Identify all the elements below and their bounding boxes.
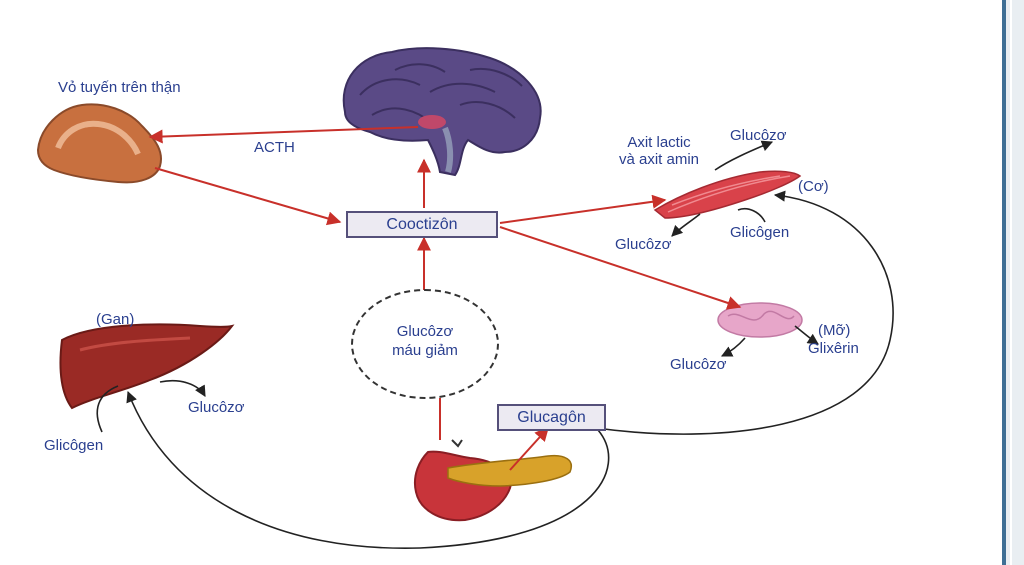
glucagon-box: Glucagôn (497, 404, 606, 431)
arrow-pancreas-to-glucagon (509, 426, 549, 471)
arrow-muscle-glucose-out (714, 140, 774, 171)
arrow-fat-glucose (720, 337, 746, 357)
arrow-fat-glycerin (794, 325, 819, 345)
label-blood-glucose: Glucôzơ (396, 323, 454, 340)
page-border-bar (1002, 0, 1024, 565)
label-acth: ACTH (254, 139, 295, 156)
brain-icon (342, 47, 542, 177)
diagram-canvas (36, 47, 894, 549)
red-arrows (148, 126, 742, 471)
fat-tissue-icon (717, 302, 803, 338)
arrow-liver-glucose (159, 380, 206, 397)
arrow-muscle-glycogen (737, 207, 766, 223)
arrow-cortisol-to-fat (499, 226, 742, 310)
label-lactic-acid: Axit lactic (627, 134, 691, 151)
liver-icon (59, 323, 235, 410)
label-muscle: (Cơ) (798, 178, 829, 195)
label-muscle-glucose-out: Glucôzơ (730, 127, 787, 144)
arrow-muscle-glucose-in (671, 213, 701, 237)
arrow-adrenal-to-cortisol (154, 167, 342, 226)
arrow-liver-glycogen (96, 385, 119, 433)
label-amino-acid: và axit amin (618, 151, 700, 168)
arrow-cortisol-to-muscle (499, 194, 667, 224)
black-arrows (96, 140, 894, 549)
arrow-glucagon-to-liver (126, 390, 610, 549)
label-glycerin: Glixêrin (808, 340, 859, 357)
pancreas-icon (414, 439, 572, 522)
arrow-brain-to-adrenal (148, 126, 419, 144)
label-muscle-glycogen: Glicôgen (730, 224, 790, 241)
arrow-glucagon-to-muscle (595, 190, 894, 435)
label-fat: (Mỡ) (818, 322, 851, 339)
label-adrenal-cortex: Vỏ tuyến trên thận (58, 79, 181, 96)
cortisol-box: Cooctizôn (346, 211, 498, 238)
blood-glucose-circle (351, 289, 499, 399)
label-blood-glucose-low: máu giảm (392, 342, 458, 359)
label-muscle-glucose-in: Glucôzơ (615, 236, 672, 253)
label-liver: (Gan) (96, 311, 135, 328)
label-fat-glucose: Glucôzơ (670, 356, 727, 373)
label-liver-glycogen: Glicôgen (44, 437, 104, 454)
label-liver-glucose: Glucôzơ (188, 399, 245, 416)
adrenal-gland-icon (36, 103, 162, 184)
muscle-icon (653, 170, 802, 219)
